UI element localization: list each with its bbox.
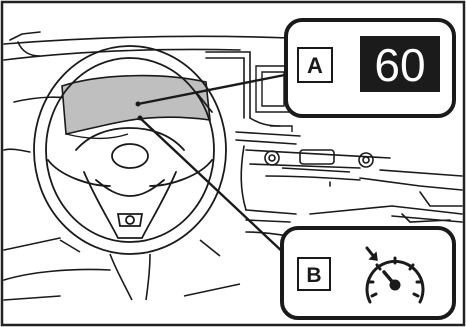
callout-b: B	[282, 228, 454, 318]
speed-display-value: 60	[374, 39, 425, 91]
callout-a-letter: A	[307, 53, 323, 78]
leader-dot-a	[136, 102, 141, 107]
leader-dot-b	[138, 116, 143, 121]
callout-a: A 60	[286, 20, 454, 116]
callout-b-letter: B	[306, 264, 321, 287]
